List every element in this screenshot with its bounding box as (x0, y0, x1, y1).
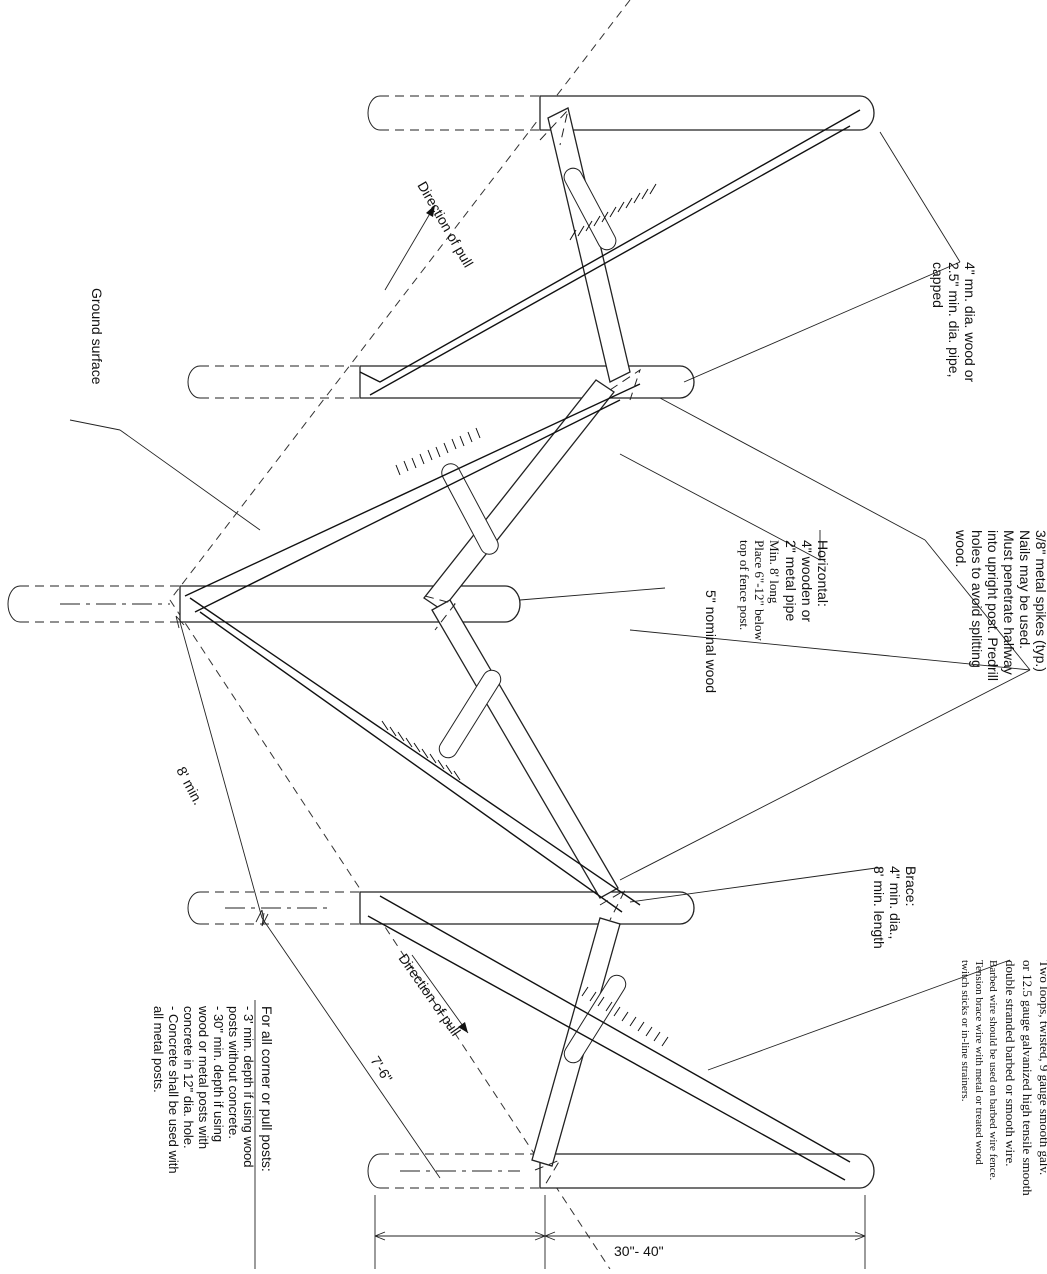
barbs (381, 183, 669, 1047)
corner-note-line-6: concrete in 12" dia. hole. (181, 1006, 196, 1149)
seven-six-label: 7'-6" (367, 1053, 395, 1085)
spikes (424, 108, 641, 1186)
spikes-line-6: wood. (953, 529, 969, 567)
corner-note-line-8: all metal posts. (151, 1006, 166, 1093)
brace-line-2: 4" min. dia., (887, 866, 903, 939)
corner-note-line-3: posts without concrete. (226, 1006, 241, 1139)
horizontal-callout: Horizontal: 4" wooden or 2" metal pipe M… (737, 540, 831, 641)
wire-line-1: Two loops, twisted, 9 gauge smooth galv. (1037, 960, 1047, 1175)
corner-posts-note: For all corner or pull posts: - 3' min. … (151, 1005, 275, 1174)
horizontal-line-1: Horizontal: (815, 540, 831, 607)
wire-line-4: Barbed wire should be used on barbed wir… (987, 960, 999, 1180)
horizontal-line-3: 2" metal pipe (783, 540, 799, 621)
horizontal-line-5: Place 6"-12" below (752, 540, 767, 641)
post-top (367, 95, 875, 131)
corner-note-line-7: - Concrete shall be used with (166, 1006, 181, 1174)
horizontal-brace-lower-mid (431, 599, 619, 899)
spikes-line-2: Nails may be used. (1017, 530, 1033, 649)
corner-note-line-5: wood or metal posts with (196, 1005, 211, 1149)
direction-arrows (384, 204, 469, 1034)
wire-line-5: Tension brace wire with metal or treated… (973, 960, 985, 1165)
horizontal-brace-top (547, 107, 631, 383)
eight-min-label: 8' min. (173, 764, 206, 808)
horizontal-line-4: Min. 8' long (767, 540, 782, 604)
brace-line-1: Brace: (903, 866, 919, 906)
spikes-line-4: into upright post. Predrill (985, 530, 1001, 681)
ground-line-lower (169, 599, 611, 1270)
corner-note-line-2: - 3' min. depth if using wood (241, 1006, 256, 1167)
post-size-line-1: 4" mn. dia. wood or (962, 262, 978, 382)
wire-line-3: double stranded barbed or smooth wire. (1003, 960, 1018, 1167)
wire-callout: Two loops, twisted, 9 gauge smooth galv.… (959, 960, 1047, 1196)
thirty-forty-label: 30"- 40" (614, 1243, 664, 1259)
brace-line-3: 8' min. length (871, 866, 887, 949)
twist-sticks (438, 167, 627, 1064)
spikes-line-3: Must penetrate halfway (1001, 530, 1017, 675)
spikes-line-1: 3/8" metal spikes (typ.) (1033, 530, 1047, 672)
dimension-lines (175, 615, 866, 1269)
corner-note-line-4: - 30" min. depth if using (211, 1006, 226, 1142)
horizontal-line-6: top of fence post. (737, 540, 752, 630)
post-bottom (367, 1153, 875, 1189)
post-brace-lower (187, 891, 695, 925)
callout-leaders (69, 131, 1031, 1071)
ground-surface-label: Ground surface (89, 288, 105, 385)
post-size-line-3: capped (930, 262, 946, 308)
spikes-line-5: holes to avoid splitting (969, 530, 985, 668)
horizontal-line-2: 4" wooden or (799, 540, 815, 622)
post-size-line-2: 2.5" min. dia. pipe, (946, 262, 962, 377)
post-size-callout: 4" mn. dia. wood or 2.5" min. dia. pipe,… (930, 262, 978, 382)
brace-wires (184, 109, 861, 1181)
spikes-callout: 3/8" metal spikes (typ.) Nails may be us… (953, 529, 1047, 681)
nominal-wood-label: 5" nominal wood (703, 590, 719, 693)
brace-callout: Brace: 4" min. dia., 8' min. length (871, 866, 919, 949)
wire-line-6: twitch sticks or in-line strainers. (959, 960, 971, 1102)
corner-note-line-1: For all corner or pull posts: (259, 1006, 275, 1172)
wire-line-2: or 12.5 gauge galvanized high tensile sm… (1020, 960, 1035, 1196)
